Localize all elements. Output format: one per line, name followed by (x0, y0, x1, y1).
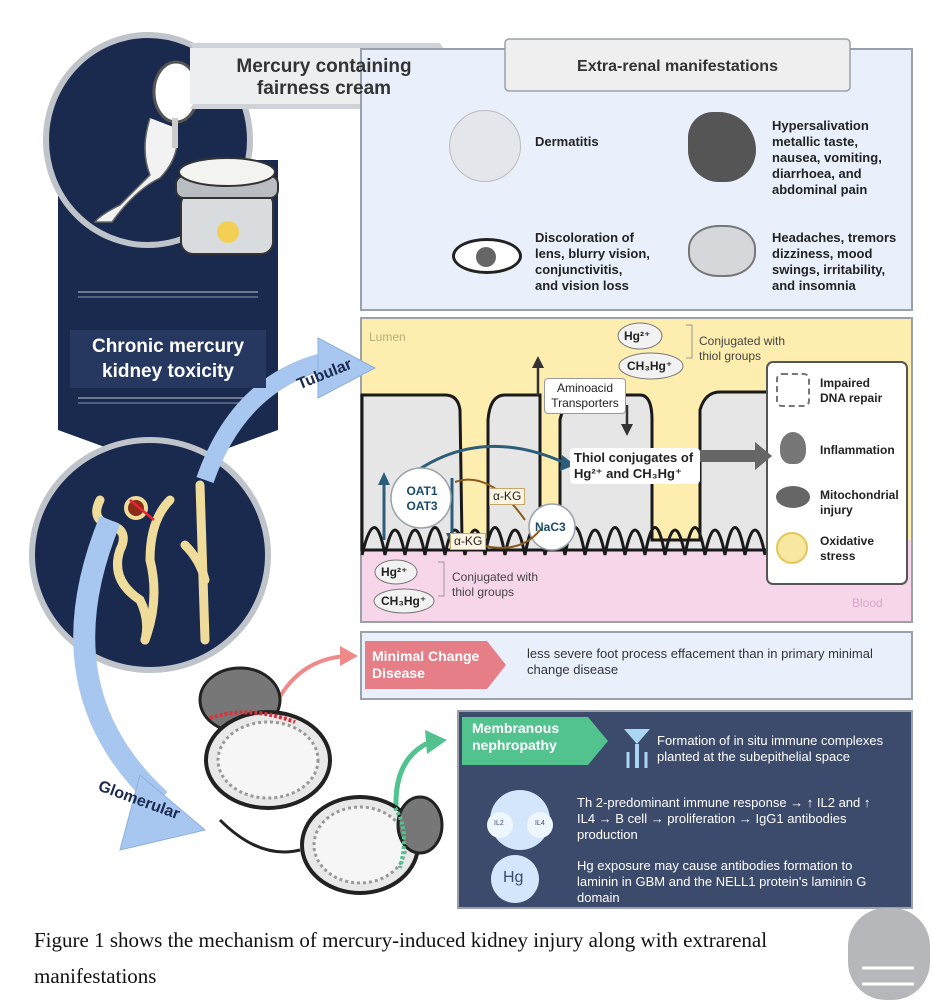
flame-icon (780, 432, 806, 464)
il2-label: IL2 (494, 820, 504, 827)
effect-inflammation: Inflammation (820, 443, 895, 457)
mn-point-1: Formation of in situ immune complexes pl… (657, 733, 884, 764)
page-scroll-handle (848, 908, 930, 1000)
eye-iris-icon (476, 247, 496, 267)
antibody-icon (624, 729, 650, 768)
hg-bubble (491, 855, 539, 903)
blood-hg: Hg²⁺ (381, 565, 408, 579)
figure-caption: Figure 1 shows the mechanism of mercury-… (34, 928, 768, 988)
lightning-icon (776, 532, 808, 564)
nac3-transporter (528, 503, 576, 551)
mn-label-shape (462, 717, 608, 765)
mn-point-2: Th 2-predominant immune response → ↑ IL2… (577, 795, 871, 842)
lumen-hg: Hg²⁺ (624, 329, 651, 343)
effect-mitochondria: Mitochondrial injury (820, 488, 899, 517)
aminoacid-transporters: Aminoacid Transporters (544, 378, 626, 414)
akg-label-top: α-KG (489, 488, 526, 505)
extrarenal-title: Extra-renal manifestations (577, 58, 778, 75)
blood-label: Blood (852, 596, 883, 610)
extrarenal-item-eye: Discoloration of lens, blurry vision, co… (535, 230, 650, 293)
brain-icon (688, 225, 756, 277)
hg-bubble-label: Hg (503, 869, 524, 886)
nac3-label: NaC3 (535, 520, 566, 534)
oat-transporter (390, 467, 452, 529)
source-banner-text: Mercury containing fairness cream (236, 56, 412, 99)
extrarenal-item-neuro: Headaches, tremors dizziness, mood swing… (772, 230, 897, 293)
stomach-icon (688, 112, 756, 182)
oat-label: OAT1 OAT3 (406, 484, 438, 513)
mn-label: Membranous nephropathy (472, 720, 560, 753)
mcd-text: less severe foot process effacement than… (527, 646, 873, 677)
glomerulus-icon (198, 666, 444, 895)
effect-oxidative: Oxidative stress (820, 534, 875, 563)
thiol-conjugates: Thiol conjugates of Hg²⁺ and CH₃Hg⁺ (570, 448, 700, 484)
blood-conjugated-note: Conjugated with thiol groups (452, 570, 539, 599)
mitochondria-icon (776, 486, 810, 508)
skin-icon (449, 110, 521, 182)
mn-point-3: Hg exposure may cause antibodies formati… (577, 858, 867, 905)
mcd-label: Minimal Change Disease (372, 648, 480, 681)
il4-label: IL4 (535, 820, 545, 827)
mcd-label-shape (365, 641, 506, 689)
cream-jar-icon (175, 157, 279, 255)
lumen-label: Lumen (369, 330, 406, 344)
dna-icon (776, 373, 810, 407)
extrarenal-item-gi: Hypersalivation metallic taste, nausea, … (772, 118, 882, 197)
lumen-conjugated-note: Conjugated with thiol groups (699, 334, 786, 363)
lumen-ch3hg: CH₃Hg⁺ (627, 359, 673, 373)
main-title: Chronic mercury kidney toxicity (70, 330, 266, 388)
blood-ch3hg: CH₃Hg⁺ (381, 594, 427, 608)
extrarenal-item-dermatitis: Dermatitis (535, 134, 599, 149)
akg-label-bottom: α-KG (450, 533, 487, 550)
effect-dna: Impaired DNA repair (820, 376, 883, 405)
